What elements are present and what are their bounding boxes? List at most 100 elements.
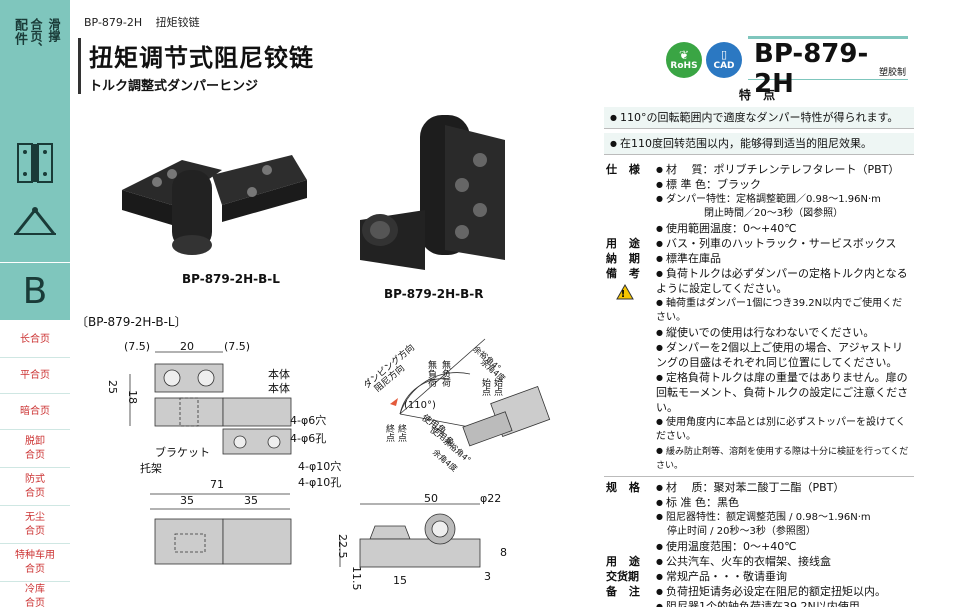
sidebar-item-flat-hinge[interactable]: 平合页 xyxy=(0,358,70,394)
angle-start-cn: 始点 xyxy=(492,378,502,396)
spec-jp-damper: ダンパー特性：定格調整範囲／0.98～1.96N·m xyxy=(656,192,912,207)
spec-jp-block: 仕 様 材 質：ポリブチレンテレフタレート（PBT） 標 準 色：ブラック ダン… xyxy=(604,159,914,477)
spec-cn-temp: 使用温度范围：0～+40℃ xyxy=(656,539,912,554)
dim-width-total: 71 xyxy=(210,478,224,491)
notes-cn-label: 备 注 xyxy=(606,585,644,598)
label-bracket-jp: ブラケット xyxy=(155,446,210,459)
angle-110: (110°) xyxy=(404,400,436,411)
dim-width-1: 35 xyxy=(180,494,194,507)
page-subtitle: トルク調整式ダンパーヒンジ xyxy=(89,79,259,94)
use-jp-label: 用 途 xyxy=(606,237,644,250)
product-image-left xyxy=(122,155,307,255)
spec-jp-label: 仕 様 xyxy=(606,163,644,176)
dim-side-diam22: φ22 xyxy=(480,492,502,505)
breadcrumb: BP-879-2H 扭矩铰链 xyxy=(84,14,210,30)
feature-text-1: 110°の回転範囲内で適度なダンパー特性が得られます。 xyxy=(610,111,898,124)
feature-text-2: 在110度回转范围以内，能够得到适当的阻尼效果。 xyxy=(610,137,872,150)
delivery-cn: 常规产品・・・敬请垂询 xyxy=(656,569,912,584)
note-jp-2: 軸荷重はダンパー1個につき39.2N以内でご使用ください。 xyxy=(656,296,912,325)
feature-item-2: 在110度回转范围以内，能够得到适当的阻尼效果。 xyxy=(604,133,914,155)
sidebar-nav: 长合页 平合页 暗合页 脱卸 合页 防式 合页 无尘 合页 特种车用 合页 冷库… xyxy=(0,322,70,607)
section-letter: B xyxy=(0,262,70,320)
spec-jp-color: 標 準 色：ブラック xyxy=(656,177,912,192)
delivery-jp: 標準在庫品 xyxy=(656,251,912,266)
spec-cn-label: 规 格 xyxy=(606,481,644,494)
features-title: 特 点 xyxy=(738,88,780,102)
dim-top-1: (7.5) xyxy=(124,340,151,353)
spec-cn-block: 规 格 材 质：聚对苯二酸丁二酯（PBT） 标 准 色：黑色 阻尼器特性：额定调… xyxy=(604,477,914,607)
note-jp-7: 緩み防止剤等、溶剤を使用する際は十分に検証を行ってください。 xyxy=(656,444,912,473)
angle-end-jp: 終点 xyxy=(384,424,394,442)
sidebar-item-long-hinge[interactable]: 长合页 xyxy=(0,322,70,358)
sidebar-item-cleanroom-hinge[interactable]: 无尘 合页 xyxy=(0,506,70,544)
category-line-1: 配件 xyxy=(12,18,27,46)
dim-side-11-5: 11.5 xyxy=(350,566,363,591)
notes-jp-label-cell: 備 考 ! xyxy=(606,266,656,473)
sidebar-item-vehicle-hinge[interactable]: 特种车用 合页 xyxy=(0,544,70,582)
dim-top-3: (7.5) xyxy=(224,340,251,353)
label-hole6-cn: 4-φ6孔 xyxy=(290,432,327,445)
cad-label: CAD xyxy=(713,61,735,71)
angle-noload-jp: 無負荷 xyxy=(426,360,436,387)
title-block: 扭矩调节式阻尼铰链 トルク調整式ダンパーヒンジ xyxy=(78,38,314,94)
label-hole10-cn: 4-φ10孔 xyxy=(298,476,342,489)
dim-side-22-5: 22.5 xyxy=(336,534,349,559)
spec-cn-damper: 阻尼器特性：额定调整范围 / 0.98～1.96N·m xyxy=(656,510,912,525)
label-hole10-jp: 4-φ10穴 xyxy=(298,460,342,473)
use-jp: バス・列車のハットラック・サービスボックス xyxy=(656,236,912,251)
hinge-icon xyxy=(17,143,53,183)
sidebar-item-guard-hinge[interactable]: 防式 合页 xyxy=(0,468,70,506)
sidebar-category: 配件 合页、 滑撑 xyxy=(6,14,64,74)
rohs-badge: ❦ RoHS xyxy=(666,42,702,78)
delivery-cn-label: 交货期 xyxy=(606,570,639,583)
spec-panel: 特 点 110°の回転範囲内で適度なダンパー特性が得られます。 在110度回转范… xyxy=(604,88,914,607)
svg-text:!: ! xyxy=(621,289,630,300)
product-material-note: 塑胶制 xyxy=(878,68,906,78)
angle-start-jp: 始点 xyxy=(480,378,490,396)
dim-side-15: 15 xyxy=(393,574,407,587)
dim-top-2: 20 xyxy=(180,340,194,353)
sidebar-item-lift-off-hinge[interactable]: 脱卸 合页 xyxy=(0,430,70,468)
angle-end-cn: 終点 xyxy=(396,424,406,442)
note-jp-1: 負荷トルクは必ずダンパーの定格トルク内となるように設定してください。 xyxy=(656,266,912,296)
dim-side-3: 3 xyxy=(484,570,491,583)
product-code-box: BP-879-2H 塑胶制 xyxy=(748,36,908,99)
note-cn-1: 负荷扭矩请务必设定在阻尼的额定扭矩以内。 xyxy=(656,584,912,599)
sidebar-item-concealed-hinge[interactable]: 暗合页 xyxy=(0,394,70,430)
spec-jp-material: 材 質：ポリブチレンテレフタレート（PBT） xyxy=(656,162,912,177)
product-label-left: BP-879-2H-B-L xyxy=(182,272,280,286)
note-jp-3: 縦使いでの使用は行なわないでください。 xyxy=(656,325,912,340)
page-title: 扭矩调节式阻尼铰链 xyxy=(89,44,314,72)
spec-cn-color: 标 准 色：黑色 xyxy=(656,495,912,510)
notes-jp-label: 備 考 xyxy=(606,267,644,280)
cad-badge[interactable]: ▯ CAD xyxy=(706,42,742,78)
label-body-jp: 本体 xyxy=(268,368,290,381)
dim-side-50: 50 xyxy=(424,492,438,505)
dim-width-2: 35 xyxy=(244,494,258,507)
sidebar-item-cold-storage-hinge[interactable]: 冷库 合页 xyxy=(25,584,45,607)
technical-drawing xyxy=(129,338,551,568)
label-body-cn: 本体 xyxy=(268,382,290,395)
breadcrumb-code: BP-879-2H xyxy=(84,16,143,29)
spec-cn-damper2: 停止时间 / 20秒～3秒（参照图） xyxy=(667,526,816,537)
breadcrumb-name: 扭矩铰链 xyxy=(155,16,200,29)
spec-jp-temp: 使用範囲温度：0～+40℃ xyxy=(656,221,912,236)
note-jp-6: 使用角度内に本品とは別に必ずストッパーを設けてください。 xyxy=(656,415,912,444)
sidebar: 配件 合页、 滑撑 B 长合页 平合页 暗合页 脱卸 合页 防式 合页 无尘 合… xyxy=(0,0,70,607)
spec-cn-material: 材 质：聚对苯二酸丁二酯（PBT） xyxy=(656,480,912,495)
dim-left-2: 18 xyxy=(126,390,139,404)
dim-side-8: 8 xyxy=(500,546,507,559)
delivery-jp-label: 納 期 xyxy=(606,252,644,265)
category-line-3: 滑撑 xyxy=(47,18,61,42)
sidebar-category-panel: 配件 合页、 滑撑 B xyxy=(0,0,70,320)
leaf-icon: ❦ xyxy=(678,48,690,62)
product-code: BP-879-2H xyxy=(754,39,869,99)
product-label-right: BP-879-2H-B-R xyxy=(384,287,484,301)
rohs-label: RoHS xyxy=(670,61,698,71)
use-cn: 公共汽车、火车的衣帽架、接线盒 xyxy=(656,554,912,569)
label-bracket-cn: 托架 xyxy=(140,462,162,475)
note-jp-5: 定格負荷トルクは扉の重量ではありません。扉の回転モーメント、負荷トルクの設定にご… xyxy=(656,370,912,415)
product-image-right xyxy=(360,115,505,270)
dim-left-1: 25 xyxy=(106,380,119,394)
drawing-section-title: 〔BP-879-2H-B-L〕 xyxy=(76,315,187,329)
